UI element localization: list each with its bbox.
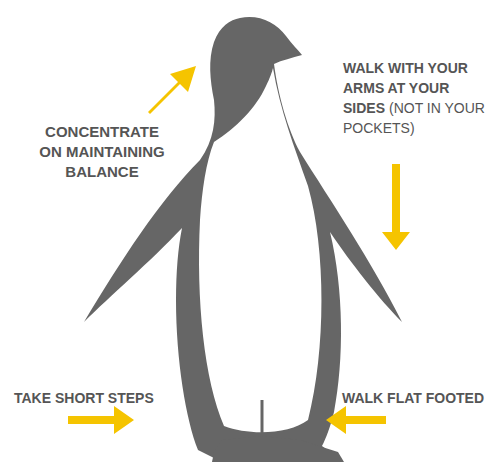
arrow-down (382, 164, 410, 250)
tip-text: CONCENTRATE ON MAINTAINING BALANCE (39, 123, 165, 180)
tip-label-box: WALK WITH YOUR ARMS AT YOUR SIDES(NOT IN… (343, 58, 488, 138)
arrow-left (326, 406, 386, 434)
tip-label-box: TAKE SHORT STEPS (14, 388, 174, 408)
penguin-leg-line (261, 400, 264, 440)
penguin-belly (199, 68, 322, 432)
tip-label-box: CONCENTRATE ON MAINTAINING BALANCE (34, 122, 170, 182)
arrow-right (68, 406, 134, 434)
tip-text: WALK FLAT FOOTED (342, 390, 484, 406)
tip-text: TAKE SHORT STEPS (14, 390, 154, 406)
penguin-feet (212, 436, 344, 462)
arrow-up-right (148, 66, 196, 114)
tip-label-box: WALK FLAT FOOTED (342, 388, 488, 408)
